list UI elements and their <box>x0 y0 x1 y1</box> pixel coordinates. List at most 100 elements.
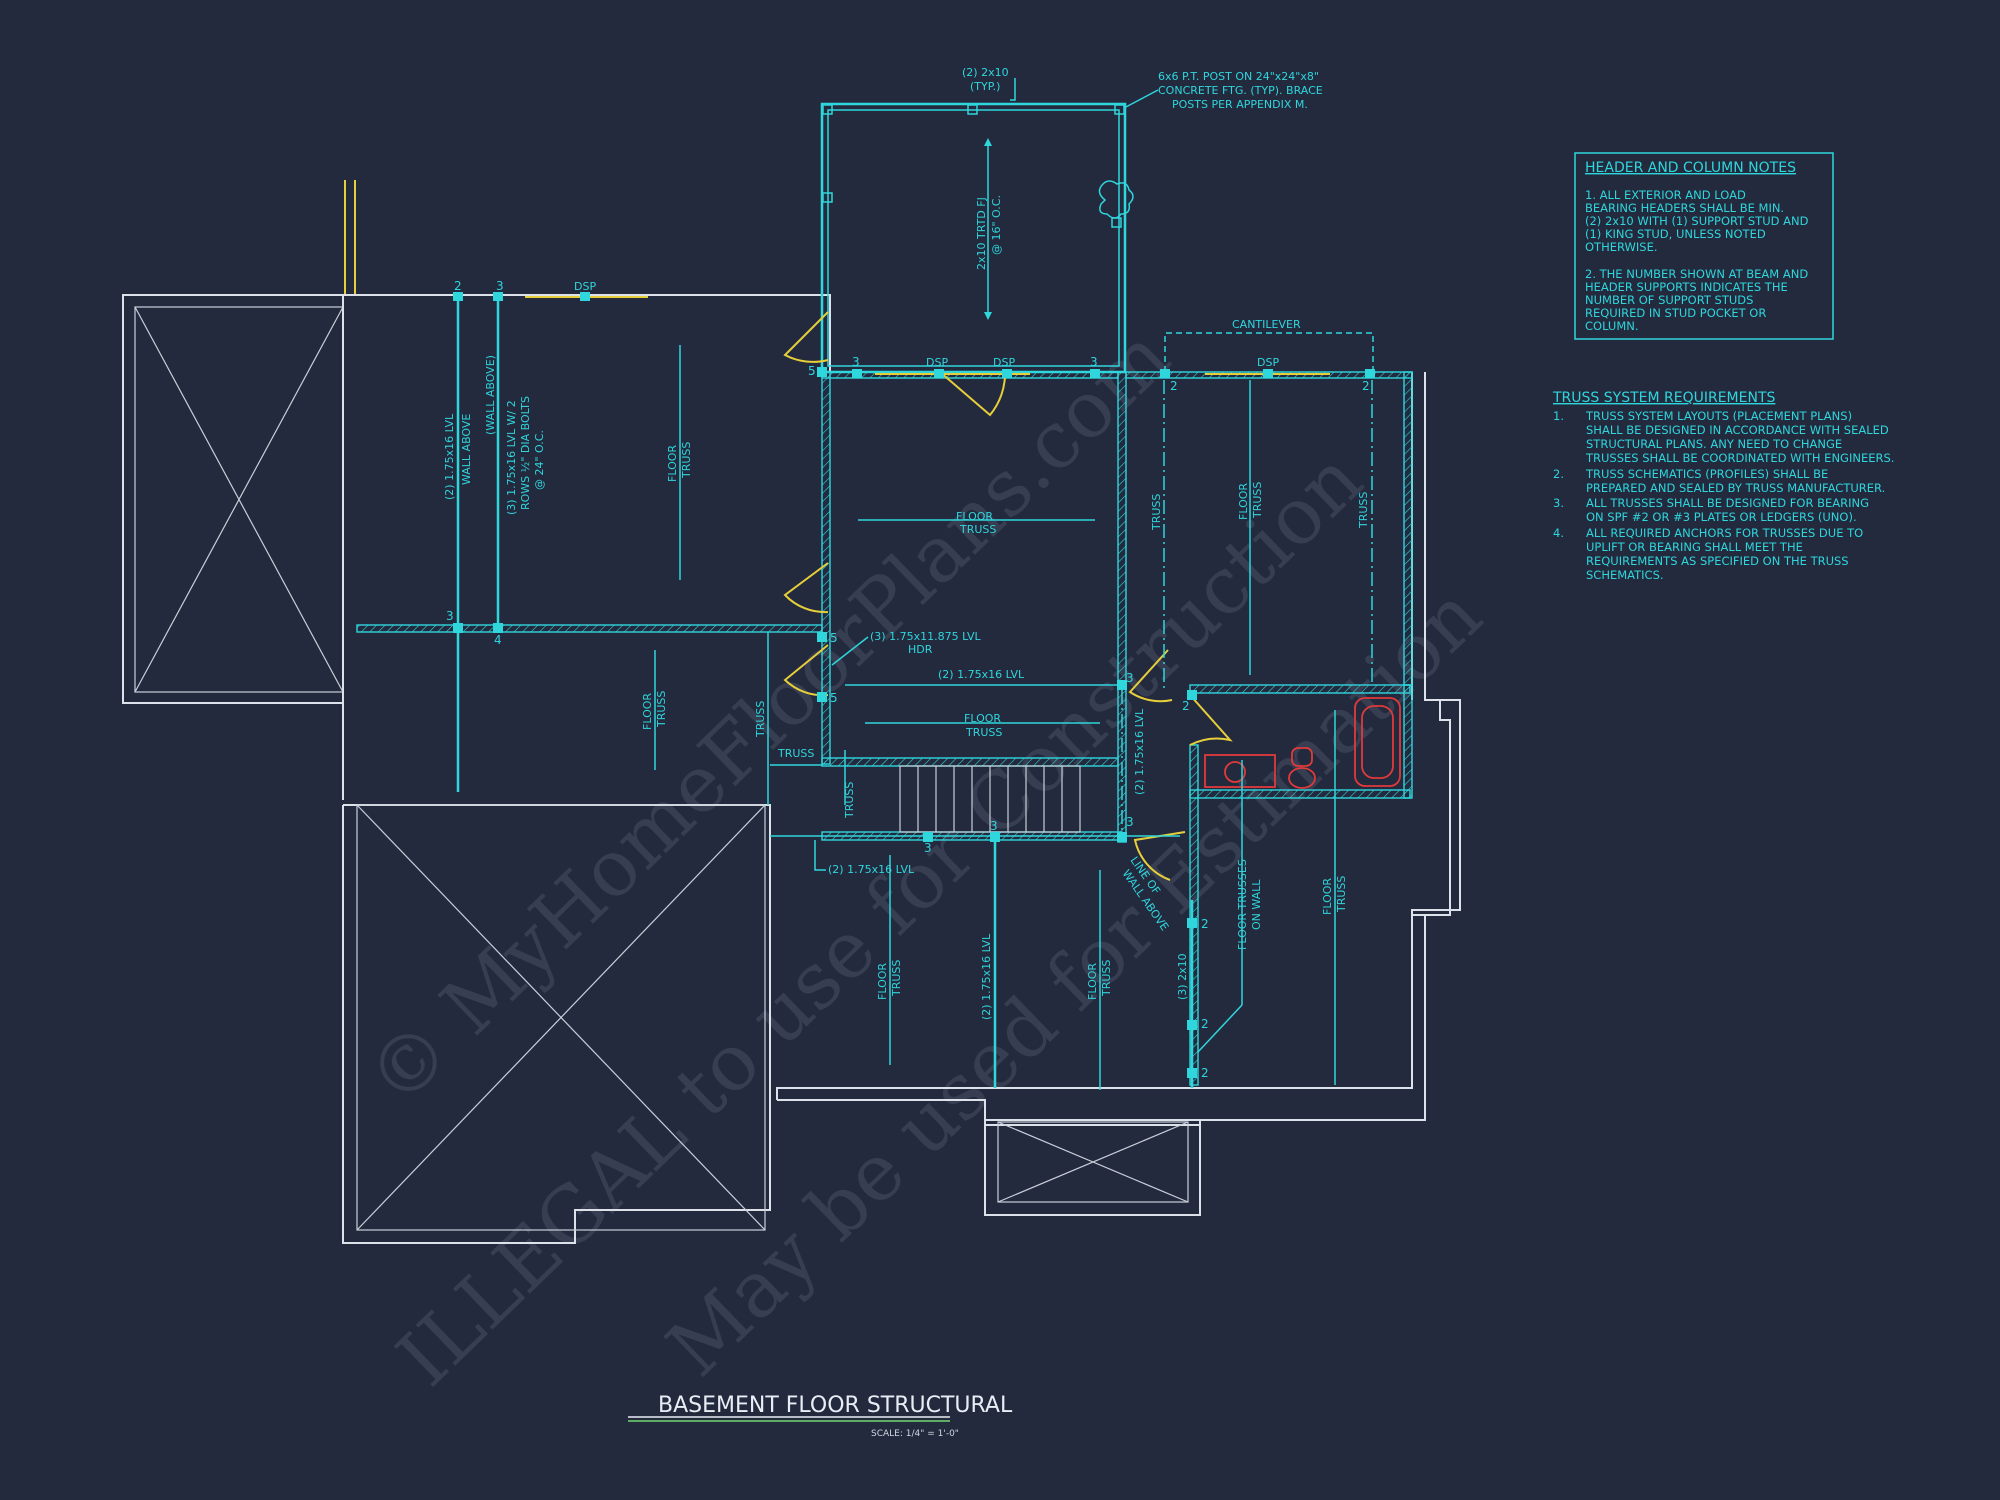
dsp-label: DSP <box>993 356 1015 369</box>
post-marker <box>453 292 463 301</box>
wall-center-left <box>821 371 831 765</box>
lvl-bolts-sub: ROWS ½" DIA BOLTS <box>519 396 532 510</box>
truss-label: TRUSS <box>1251 482 1264 519</box>
door-swing-7 <box>1133 831 1186 881</box>
truss-label: TRUSS <box>959 523 996 536</box>
header-sub: HDR <box>908 643 933 656</box>
post-marker <box>990 832 1000 842</box>
post-marker <box>493 292 503 301</box>
stud-count: 3 <box>852 355 860 369</box>
truss-label: TRUSS <box>655 691 668 728</box>
leader-line <box>1197 1004 1243 1053</box>
post-note-line-2: CONCRETE FTG. (TYP). BRACE <box>1158 84 1323 97</box>
post-marker <box>817 632 827 642</box>
floor-trusses-label: FLOOR TRUSSES <box>1236 859 1249 950</box>
deck-frame-inner <box>827 109 1120 367</box>
floor-label: FLOOR <box>1237 483 1250 520</box>
garage-left-outline <box>122 294 344 704</box>
header-note-line: NUMBER OF SUPPORT STUDS <box>1585 293 1753 307</box>
stud-count: 2 <box>1201 1017 1209 1031</box>
post-marker <box>1263 369 1273 378</box>
main-wall-top <box>343 294 831 372</box>
stud-count: 3 <box>1126 671 1134 685</box>
truss-label: TRUSS <box>965 726 1002 739</box>
truss-note-line: PREPARED AND SEALED BY TRUSS MANUFACTURE… <box>1586 481 1885 495</box>
truss-note-line: ON SPF #2 OR #3 PLATES OR LEDGERS (UNO). <box>1586 510 1857 524</box>
truss-note-number: 2. <box>1553 467 1564 481</box>
stud-count: 2 <box>1182 699 1190 713</box>
deck-area: 2x10 TRTD FJ @ 16" O.C. (2) 2x10 (TYP.) … <box>820 66 1323 374</box>
post-marker <box>580 292 590 301</box>
tree-icon <box>1098 180 1134 219</box>
stud-count: 2 <box>454 279 462 293</box>
header-column-notes: HEADER AND COLUMN NOTES 1. ALL EXTERIOR … <box>1574 152 1834 340</box>
stud-count: 3 <box>924 841 932 855</box>
floor-label: FLOOR <box>1321 878 1334 915</box>
lower-left-x2 <box>356 804 766 1231</box>
stud-count: 4 <box>494 633 502 647</box>
header-notes-heading: HEADER AND COLUMN NOTES <box>1585 160 1796 176</box>
beams <box>456 295 1373 1088</box>
stud-count: 5 <box>830 691 838 705</box>
truss-label: TRUSS <box>1100 960 1113 997</box>
stud-count: 3 <box>1126 815 1134 829</box>
door-swing-6 <box>1189 694 1233 746</box>
header-note-line: 2. THE NUMBER SHOWN AT BEAM AND <box>1585 267 1808 281</box>
post-note-line-1: 6x6 P.T. POST ON 24"x24"x8" <box>1158 70 1319 83</box>
stud-count: 5 <box>808 364 816 378</box>
garage-left-x2 <box>134 306 344 693</box>
floor-label: FLOOR <box>1086 963 1099 1000</box>
floor-label: FLOOR <box>641 693 654 730</box>
post-marker <box>493 623 503 633</box>
stud-count: 3 <box>446 609 454 623</box>
cantilever-label: CANTILEVER <box>1232 318 1301 331</box>
wall-stair-top <box>821 757 1119 767</box>
truss-label: TRUSS <box>843 782 856 819</box>
post-marker <box>1187 1020 1197 1030</box>
post-marker <box>1002 369 1012 378</box>
toilet-bowl-icon <box>1288 767 1316 789</box>
stud-count: 2 <box>1170 379 1178 393</box>
truss-label: TRUSS <box>1335 876 1348 913</box>
lvl-beam-mid-label: (2) 1.75x16 LVL <box>938 668 1025 681</box>
dsp-label: DSP <box>1257 356 1279 369</box>
truss-note-line: STRUCTURAL PLANS. ANY NEED TO CHANGE <box>1586 437 1842 451</box>
post-marker <box>923 832 933 842</box>
cantilever: CANTILEVER <box>1164 318 1374 372</box>
lvl-lower-label: (2) 1.75x16 LVL <box>980 933 993 1020</box>
header-note-line: REQUIRED IN STUD POCKET OR <box>1585 306 1766 320</box>
truss-note-line: SCHEMATICS. <box>1586 568 1664 582</box>
title-block: BASEMENT FLOOR STRUCTURAL SCALE: 1/4" = … <box>628 1393 1013 1439</box>
truss-label: TRUSS <box>680 442 693 479</box>
deck-joist-label: 2x10 TRTD FJ <box>975 197 988 270</box>
plan-labels: DSP DSP DSP DSP 2 3 3 4 5 3 3 2 2 5 5 3 … <box>443 279 1370 1080</box>
post-marker <box>1160 369 1170 378</box>
header-note-line: (2) 2x10 WITH (1) SUPPORT STUD AND <box>1585 214 1809 228</box>
wall-right-side <box>1403 371 1413 686</box>
truss-label: TRUSS <box>777 747 814 760</box>
header-label: (3) 1.75x11.875 LVL <box>870 630 982 643</box>
header-note-line: BEARING HEADERS SHALL BE MIN. <box>1585 201 1784 215</box>
leader-line <box>814 840 826 871</box>
post-note-line-3: POSTS PER APPENDIX M. <box>1172 98 1308 111</box>
floor-label: FLOOR <box>666 445 679 482</box>
post-marker <box>1117 680 1127 690</box>
truss-note-line: TRUSS SCHEMATICS (PROFILES) SHALL BE <box>1585 467 1828 481</box>
arrow-head-icon <box>984 312 992 320</box>
deck-frame <box>820 102 1127 374</box>
truss-label: TRUSS <box>754 701 767 738</box>
wall-bath-left <box>1189 744 1199 1086</box>
floor-label: FLOOR <box>956 510 993 523</box>
truss-note-number: 1. <box>1553 409 1564 423</box>
truss-note-line: ALL REQUIRED ANCHORS FOR TRUSSES DUE TO <box>1586 526 1863 540</box>
post-marker <box>1090 369 1100 378</box>
beam-wall-left <box>356 624 823 633</box>
truss-label: TRUSS <box>890 960 903 997</box>
truss-note-line: TRUSS SYSTEM LAYOUTS (PLACEMENT PLANS) <box>1585 409 1852 423</box>
stud-count: 3 <box>990 819 998 833</box>
deck-post-tm <box>967 104 978 115</box>
lvl-wall-label: (2) 1.75x16 LVL <box>443 413 456 500</box>
leader-line <box>831 636 869 666</box>
header-note-line: OTHERWISE. <box>1585 240 1658 254</box>
deck-post-tl <box>822 104 833 115</box>
